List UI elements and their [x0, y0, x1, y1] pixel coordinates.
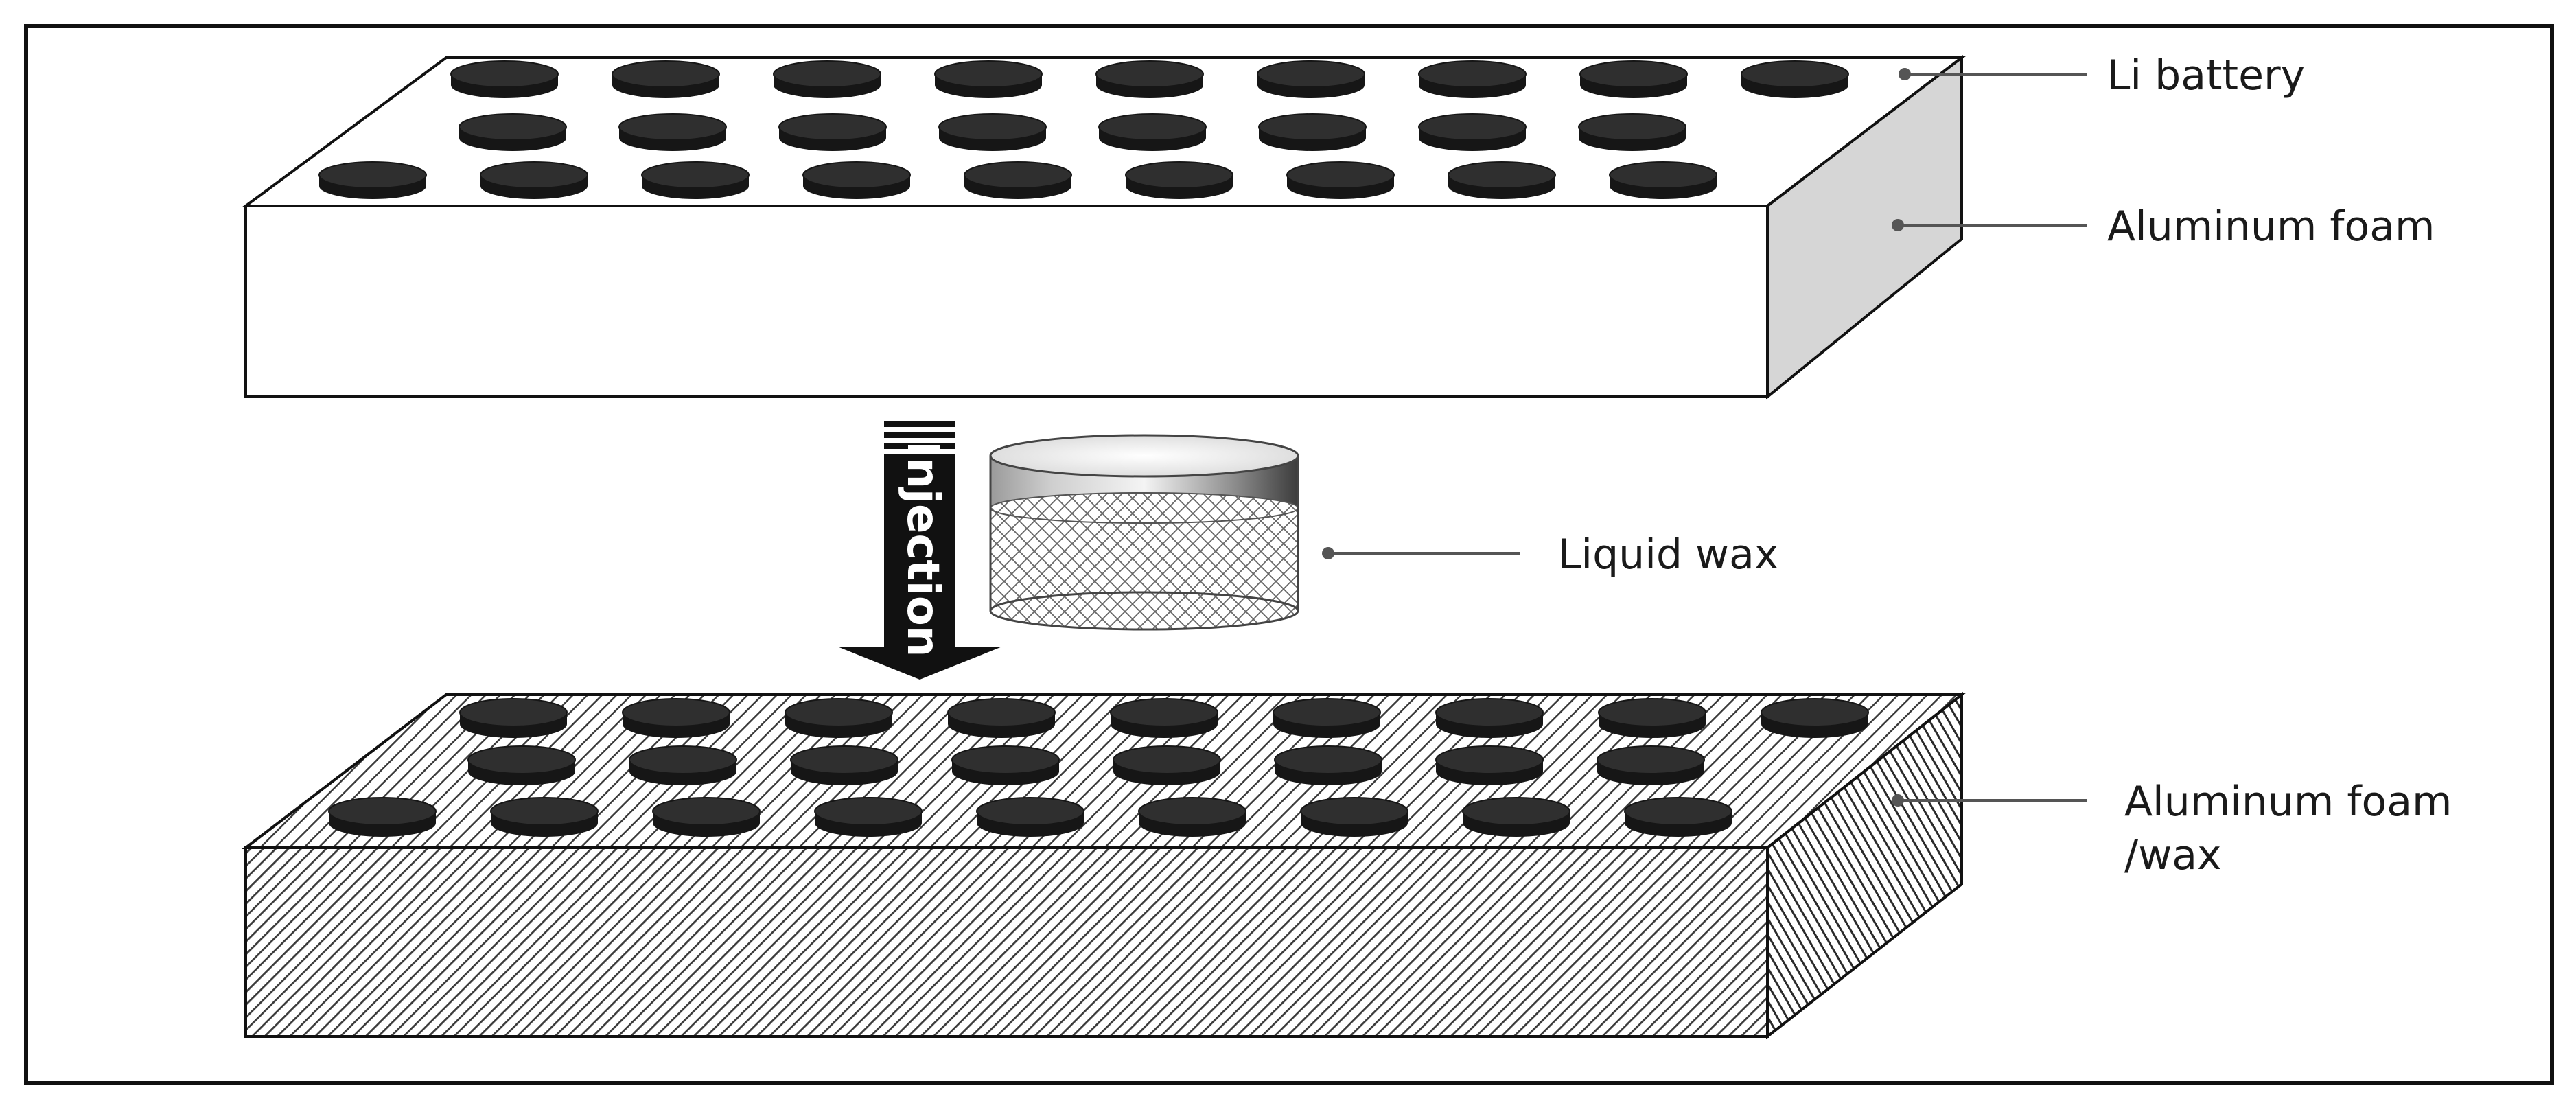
li-battery-cell: [1286, 161, 1395, 199]
li-battery-cell: [459, 698, 568, 738]
li-battery-cell: [1110, 698, 1218, 738]
li-battery-cell: [1300, 797, 1408, 837]
li-battery-cell: [1418, 60, 1527, 98]
li-battery-cell: [1257, 60, 1365, 98]
li-battery-cell: [773, 60, 881, 98]
li-battery-cell: [490, 797, 599, 837]
li-battery-cell: [459, 113, 567, 151]
li-battery-cell: [450, 60, 559, 98]
li-battery-cell: [1125, 161, 1233, 199]
foam-wax-front-face: [244, 846, 1769, 1038]
wax-bottom-ellipse: [989, 591, 1299, 631]
li-battery-cell: [652, 797, 761, 837]
li-battery-cell: [618, 113, 727, 151]
injection-label: Injection: [897, 441, 948, 658]
li-battery-cell: [1095, 60, 1204, 98]
liquid-wax-container: [989, 434, 1299, 631]
callout-aluminum-foam-wax: Aluminum foam /wax: [1892, 778, 2452, 879]
li-battery-cell: [947, 698, 1056, 738]
li-battery-cell: [1624, 797, 1732, 837]
li-battery-cell: [467, 745, 576, 785]
li-battery-cell: [934, 60, 1043, 98]
foam-front-face: [244, 205, 1769, 398]
aluminum-foam-wax-block: [242, 691, 1966, 1040]
li-battery-cell: [629, 745, 737, 785]
li-battery-cell: [1435, 698, 1544, 738]
li-battery-cell: [622, 698, 730, 738]
li-battery-cell: [785, 698, 893, 738]
liquid-wax-label: Liquid wax: [1558, 531, 1778, 579]
cylinder-top-ellipse: [989, 434, 1299, 478]
li-battery-cell: [1273, 698, 1381, 738]
li-battery-cell: [951, 745, 1060, 785]
aluminum-foam-label: Aluminum foam: [2107, 202, 2435, 251]
aluminum-foam-wax-label-line1: Aluminum foam: [2124, 778, 2452, 826]
li-battery-array-bottom: [328, 698, 1869, 837]
li-battery-cell: [1579, 60, 1688, 98]
li-battery-cell: [328, 797, 437, 837]
li-battery-cell: [1598, 698, 1706, 738]
li-battery-cell: [976, 797, 1084, 837]
li-battery-cell: [1138, 797, 1246, 837]
li-battery-cell: [1098, 113, 1207, 151]
li-battery-cell: [790, 745, 898, 785]
li-battery-cell: [612, 60, 720, 98]
li-battery-cell: [1258, 113, 1367, 151]
li-battery-cell: [1462, 797, 1570, 837]
foam-side-face: [1766, 54, 1963, 400]
li-battery-cell: [814, 797, 923, 837]
li-battery-cell: [1578, 113, 1686, 151]
li-battery-cell: [1418, 113, 1527, 151]
li-battery-cell: [318, 161, 427, 199]
li-battery-cell: [964, 161, 1072, 199]
li-battery-cell: [641, 161, 750, 199]
li-battery-cell: [1597, 745, 1705, 785]
li-battery-cell: [1609, 161, 1717, 199]
callout-li-battery: Li battery: [1899, 51, 2305, 100]
aluminum-foam-block: [241, 54, 1966, 400]
li-battery-cell: [938, 113, 1047, 151]
li-battery-array-top: [318, 60, 1849, 199]
li-battery-cell: [1435, 745, 1544, 785]
li-battery-cell: [1448, 161, 1556, 199]
li-battery-label: Li battery: [2107, 51, 2305, 100]
li-battery-cell: [1113, 745, 1221, 785]
li-battery-cell: [1274, 745, 1382, 785]
callout-liquid-wax: Liquid wax: [1322, 531, 1778, 579]
li-battery-cell: [778, 113, 887, 151]
li-battery-cell: [1741, 60, 1849, 98]
injection-arrow: Injection: [837, 421, 1002, 680]
li-battery-cell: [802, 161, 911, 199]
foam-wax-side-face: [1766, 691, 1963, 1040]
wax-surface-ellipse: [990, 492, 1299, 524]
li-battery-cell: [480, 161, 588, 199]
callout-aluminum-foam: Aluminum foam: [1892, 202, 2435, 251]
li-battery-cell: [1761, 698, 1869, 738]
aluminum-foam-wax-label-line2: /wax: [2124, 831, 2222, 879]
